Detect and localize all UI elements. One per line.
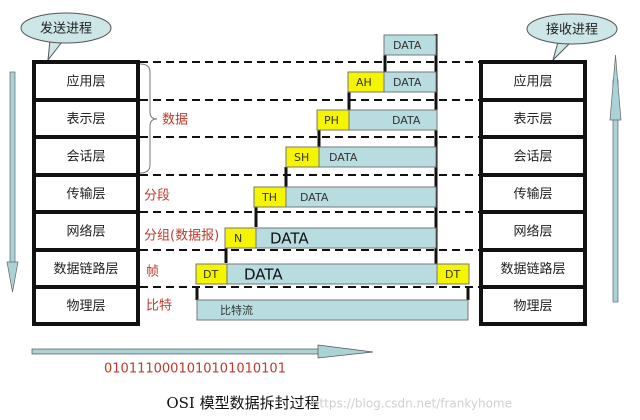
- pdu-bits-label: 比特: [146, 299, 172, 314]
- caption: OSI 模型数据拆封过程: [166, 394, 319, 412]
- layer-box: [32, 285, 140, 326]
- layer-label: 数据链路层: [53, 261, 118, 277]
- layer-label: 会话层: [513, 150, 552, 165]
- receiver-label: 接收进程: [546, 22, 598, 38]
- svg-text:TH: TH: [261, 191, 277, 204]
- svg-text:DT: DT: [445, 268, 460, 281]
- layer-label: 数据链路层: [500, 261, 565, 277]
- receiver-bubble: 接收进程: [526, 13, 618, 62]
- layer-box: [32, 98, 140, 139]
- svg-text:DATA: DATA: [393, 76, 422, 89]
- sender-bubble: 发送进程: [20, 12, 112, 62]
- layer-box: [32, 248, 140, 289]
- svg-text:DATA: DATA: [393, 39, 422, 52]
- svg-text:PH: PH: [324, 114, 339, 127]
- layer-label: 网络层: [513, 224, 552, 240]
- svg-text:SH: SH: [294, 151, 309, 164]
- transport-segment: TH DATA: [253, 186, 437, 208]
- network-packet: N DATA: [224, 227, 437, 249]
- bitstream: 比特流: [196, 299, 469, 321]
- session-packet: SH DATA: [285, 146, 437, 168]
- layer-label: 物理层: [513, 299, 552, 314]
- transmission-arrow: [31, 344, 374, 359]
- layer-label: 应用层: [66, 74, 105, 90]
- layer-label: 网络层: [66, 224, 105, 240]
- dt-trailer: [436, 263, 470, 285]
- layer-dividers: [140, 61, 482, 288]
- layer-label: 表示层: [66, 112, 105, 127]
- layer-box: [479, 285, 587, 326]
- layer-box: [32, 135, 140, 177]
- binary-stream: 0101110001010101010101: [104, 362, 286, 377]
- svg-text:DATA: DATA: [329, 151, 358, 164]
- svg-text:DATA: DATA: [270, 230, 309, 248]
- svg-text:DATA: DATA: [300, 191, 329, 204]
- pdu-frame-label: 帧: [146, 265, 159, 280]
- svg-text:AH: AH: [356, 76, 372, 89]
- pdu-segment-label: 分段: [144, 189, 170, 204]
- svg-text:DATA: DATA: [392, 114, 421, 127]
- up-arrow: [609, 54, 622, 303]
- layer-label: 传输层: [513, 186, 552, 202]
- svg-text:比特流: 比特流: [220, 303, 253, 317]
- layer-box: [32, 210, 140, 252]
- layer-box: [479, 248, 587, 289]
- layer-label: 传输层: [66, 186, 105, 202]
- svg-text:DT: DT: [203, 268, 218, 281]
- watermark: https://blog.csdn.net/frankyhome: [312, 397, 512, 411]
- sender-label: 发送进程: [40, 21, 92, 37]
- datalink-frame: DT DATA DT: [195, 263, 470, 285]
- pdu-packet-label: 分组(数据报): [144, 229, 219, 244]
- layer-label: 表示层: [513, 112, 552, 127]
- svg-text:DATA: DATA: [244, 266, 283, 284]
- layer-box: [479, 98, 587, 139]
- application-packet: AH DATA: [347, 71, 437, 93]
- pdu-data-label: 数据: [162, 113, 188, 128]
- app-data-packet: DATA: [383, 34, 437, 56]
- layer-label: 物理层: [66, 299, 105, 314]
- layer-label: 会话层: [66, 150, 105, 165]
- layer-label: 应用层: [513, 74, 552, 90]
- svg-text:N: N: [234, 232, 242, 245]
- presentation-packet: PH DATA: [316, 109, 438, 131]
- brace: [139, 63, 158, 174]
- down-arrow: [6, 71, 19, 293]
